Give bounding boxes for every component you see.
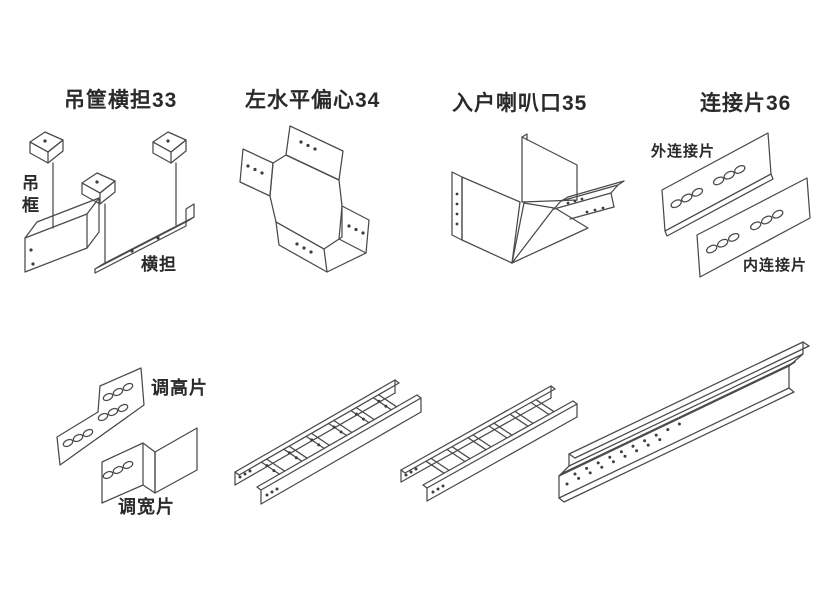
label-outer-connector: 外连接片 bbox=[651, 143, 716, 160]
rungs bbox=[425, 399, 555, 474]
z-fold-middle-face bbox=[142, 442, 156, 494]
label-height-adjuster: 调高片 bbox=[151, 378, 208, 398]
near-side-rail bbox=[422, 400, 578, 502]
flared-side-wall bbox=[461, 176, 521, 264]
channel-tray-drawing bbox=[558, 341, 810, 503]
width-adjuster-drawing bbox=[101, 427, 198, 504]
left-flange-plate bbox=[239, 148, 274, 197]
back-wall bbox=[521, 133, 578, 203]
z-fold-right-face bbox=[154, 427, 198, 494]
rungs bbox=[260, 394, 398, 475]
hanger-bracket-middle bbox=[81, 172, 116, 264]
hanging-frame-box bbox=[24, 197, 100, 273]
far-side-rail bbox=[400, 385, 556, 483]
left-horizontal-eccentric-drawing bbox=[239, 125, 370, 273]
title-left-horizontal-eccentric: 左水平偏心34 bbox=[245, 89, 381, 112]
label-inner-connector: 内连接片 bbox=[743, 257, 808, 274]
label-width-adjuster: 调宽片 bbox=[118, 497, 175, 517]
near-wall bbox=[558, 361, 796, 499]
top-flange-plate bbox=[285, 125, 344, 181]
far-side-rail bbox=[234, 379, 400, 486]
stepped-plate-outline bbox=[56, 367, 145, 466]
slot-holes bbox=[102, 460, 134, 480]
hanger-bracket-right bbox=[152, 131, 187, 226]
side-mounting-flange bbox=[451, 171, 463, 241]
ladder-tray-plain-drawing bbox=[400, 385, 578, 502]
title-connector-plates: 连接片36 bbox=[700, 92, 792, 115]
hanger-bracket-left bbox=[29, 131, 64, 229]
outer-connector-plate bbox=[661, 132, 774, 237]
near-side-rail bbox=[256, 394, 422, 505]
outlet-channel bbox=[553, 180, 625, 220]
crossbar-strip bbox=[94, 203, 195, 274]
far-wall bbox=[568, 341, 810, 467]
perforation-dots bbox=[565, 422, 681, 486]
offset-body-face bbox=[269, 154, 343, 250]
label-crossbar: 横担 bbox=[141, 255, 177, 274]
floor-and-bottom bbox=[558, 353, 804, 503]
height-adjuster-drawing bbox=[56, 367, 145, 466]
entry-bell-mouth-drawing bbox=[451, 133, 625, 264]
fan-bottom-folds bbox=[511, 202, 589, 264]
title-hanging-basket-crossbar: 吊筐横担33 bbox=[64, 89, 178, 112]
bottom-flange-plate bbox=[275, 221, 367, 273]
inner-connector-plate bbox=[696, 177, 811, 278]
title-entry-bell-mouth: 入户喇叭口35 bbox=[452, 92, 588, 115]
hanging-basket-crossbar-drawing bbox=[24, 131, 195, 274]
right-flange-plate bbox=[338, 205, 370, 254]
slot-holes bbox=[62, 382, 134, 448]
ladder-tray-perforated-drawing bbox=[234, 379, 422, 505]
label-hanging-frame: 吊框 bbox=[19, 174, 38, 218]
z-fold-left-face bbox=[101, 442, 144, 504]
connector-plates-drawing bbox=[661, 132, 811, 278]
